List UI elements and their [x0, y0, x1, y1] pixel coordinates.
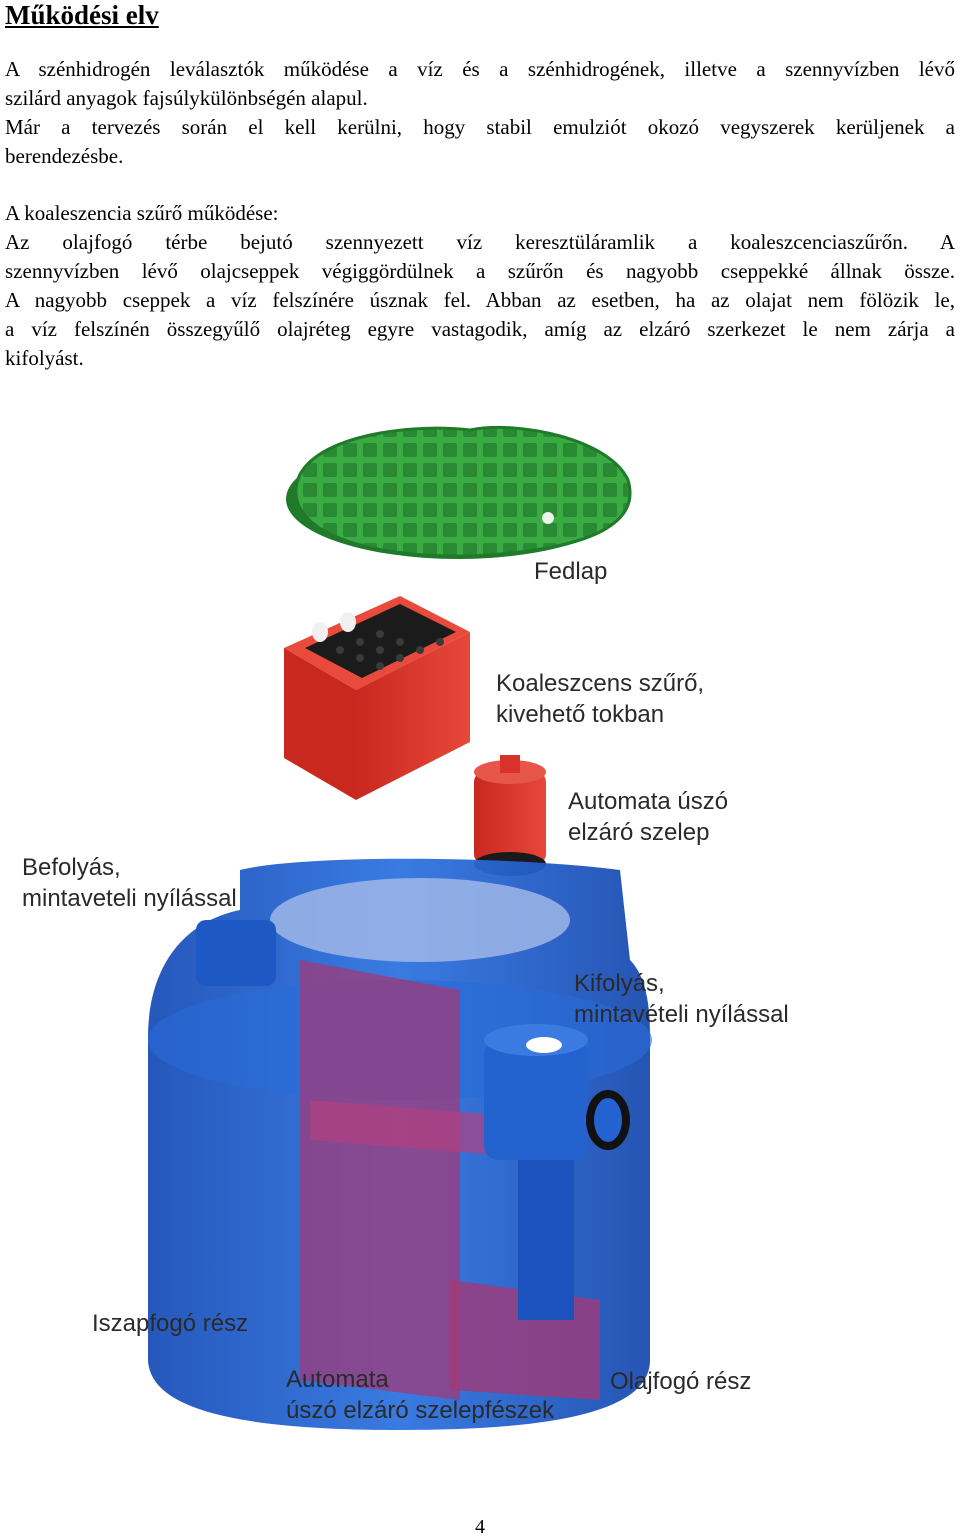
text-line: Már a tervezés során el kell kerülni, ho… — [5, 115, 955, 139]
tank-illustration — [148, 858, 652, 1430]
label-oil-section: Olajfogó rész — [610, 1366, 751, 1397]
page-heading: Működési elv — [5, 0, 159, 30]
label-outlet: Kifolyás, mintavételi nyílással — [574, 968, 789, 1030]
label-line: Kifolyás, — [574, 970, 665, 997]
coalescence-paragraph: A koaleszencia szűrő működése: Az olajfo… — [5, 199, 955, 373]
label-line: mintaveteli nyílással — [22, 885, 237, 912]
label-valve-seat: Automata úszó elzáró szelepfészek — [286, 1364, 554, 1426]
label-line: Automata úszó — [568, 788, 729, 815]
lid-illustration — [286, 426, 632, 559]
float-valve-illustration — [474, 755, 546, 876]
label-line: Koaleszcens szűrő, — [496, 670, 705, 697]
label-line: elzáró szelep — [568, 819, 710, 846]
label-line: Fedlap — [534, 558, 608, 585]
text-line: szennyvízben lévő olajcseppek végiggördü… — [5, 259, 955, 283]
label-lid: Fedlap — [534, 556, 607, 587]
label-inlet: Befolyás, mintaveteli nyílással — [22, 852, 237, 914]
label-line: úszó elzáró szelepfészek — [286, 1397, 555, 1424]
label-line: Automata — [286, 1366, 389, 1393]
separator-exploded-figure: Fedlap Koaleszcens szűrő, kivehető tokba… — [0, 400, 960, 1470]
text-line: A szénhidrogén leválasztók működése a ví… — [5, 57, 955, 81]
label-sludge-section: Iszapfogó rész — [92, 1308, 248, 1339]
label-line: Befolyás, — [22, 854, 121, 881]
text-line: szilárd anyagok fajsúlykülönbségén alapu… — [5, 86, 368, 110]
intro-paragraph: A szénhidrogén leválasztók működése a ví… — [5, 55, 955, 171]
label-coalescing-filter: Koaleszcens szűrő, kivehető tokban — [496, 668, 704, 730]
label-line: mintavételi nyílással — [574, 1001, 789, 1028]
page-number: 4 — [475, 1516, 485, 1538]
text-line: Az olajfogó térbe bejutó szennyezett víz… — [5, 230, 955, 254]
label-float-valve: Automata úszó elzáró szelep — [568, 786, 728, 848]
text-line: berendezésbe. — [5, 144, 124, 168]
coalescing-filter-illustration — [284, 596, 470, 800]
text-line: kifolyást. — [5, 346, 84, 370]
label-line: kivehető tokban — [496, 701, 665, 728]
label-line: Iszapfogó rész — [92, 1310, 249, 1337]
separator-illustration — [148, 426, 652, 1430]
text-line: a víz felszínén összegyűlő olajréteg egy… — [5, 317, 955, 341]
text-line: A nagyobb cseppek a víz felszínére úszna… — [5, 288, 955, 312]
text-line: A koaleszencia szűrő működése: — [5, 201, 279, 225]
label-line: Olajfogó rész — [610, 1368, 752, 1395]
